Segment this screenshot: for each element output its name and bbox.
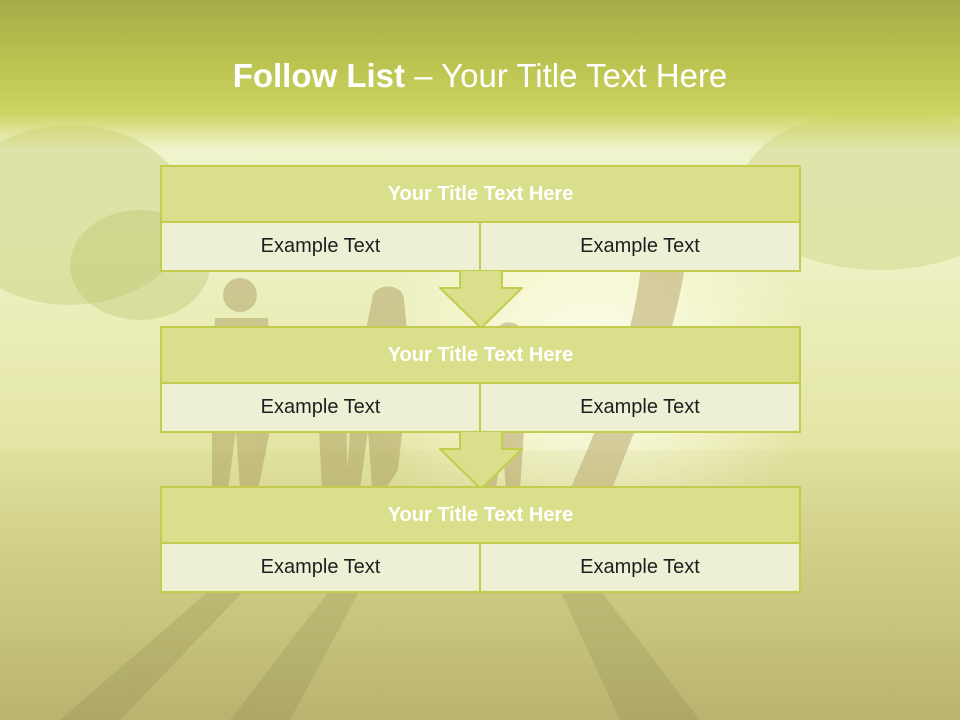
slide-title: Follow List – Your Title Text Here	[0, 56, 960, 96]
step-block-right-text: Example Text	[479, 221, 801, 272]
step-block-left-text: Example Text	[160, 382, 481, 433]
slide-title-bold: Follow List	[232, 57, 406, 94]
step-block-right-text: Example Text	[479, 382, 801, 433]
down-arrow-icon	[439, 431, 523, 490]
step-block-1: Your Title Text Here Example Text Exampl…	[160, 165, 801, 272]
step-block-title: Your Title Text Here	[160, 486, 801, 544]
step-block-title: Your Title Text Here	[160, 326, 801, 384]
step-block-2: Your Title Text Here Example Text Exampl…	[160, 326, 801, 433]
step-block-title: Your Title Text Here	[160, 165, 801, 223]
slide-title-rest: – Your Title Text Here	[405, 57, 728, 94]
step-block-right-text: Example Text	[479, 542, 801, 593]
header-band	[0, 0, 960, 150]
step-block-3: Your Title Text Here Example Text Exampl…	[160, 486, 801, 593]
step-block-left-text: Example Text	[160, 221, 481, 272]
down-arrow-icon	[439, 270, 523, 329]
step-block-left-text: Example Text	[160, 542, 481, 593]
